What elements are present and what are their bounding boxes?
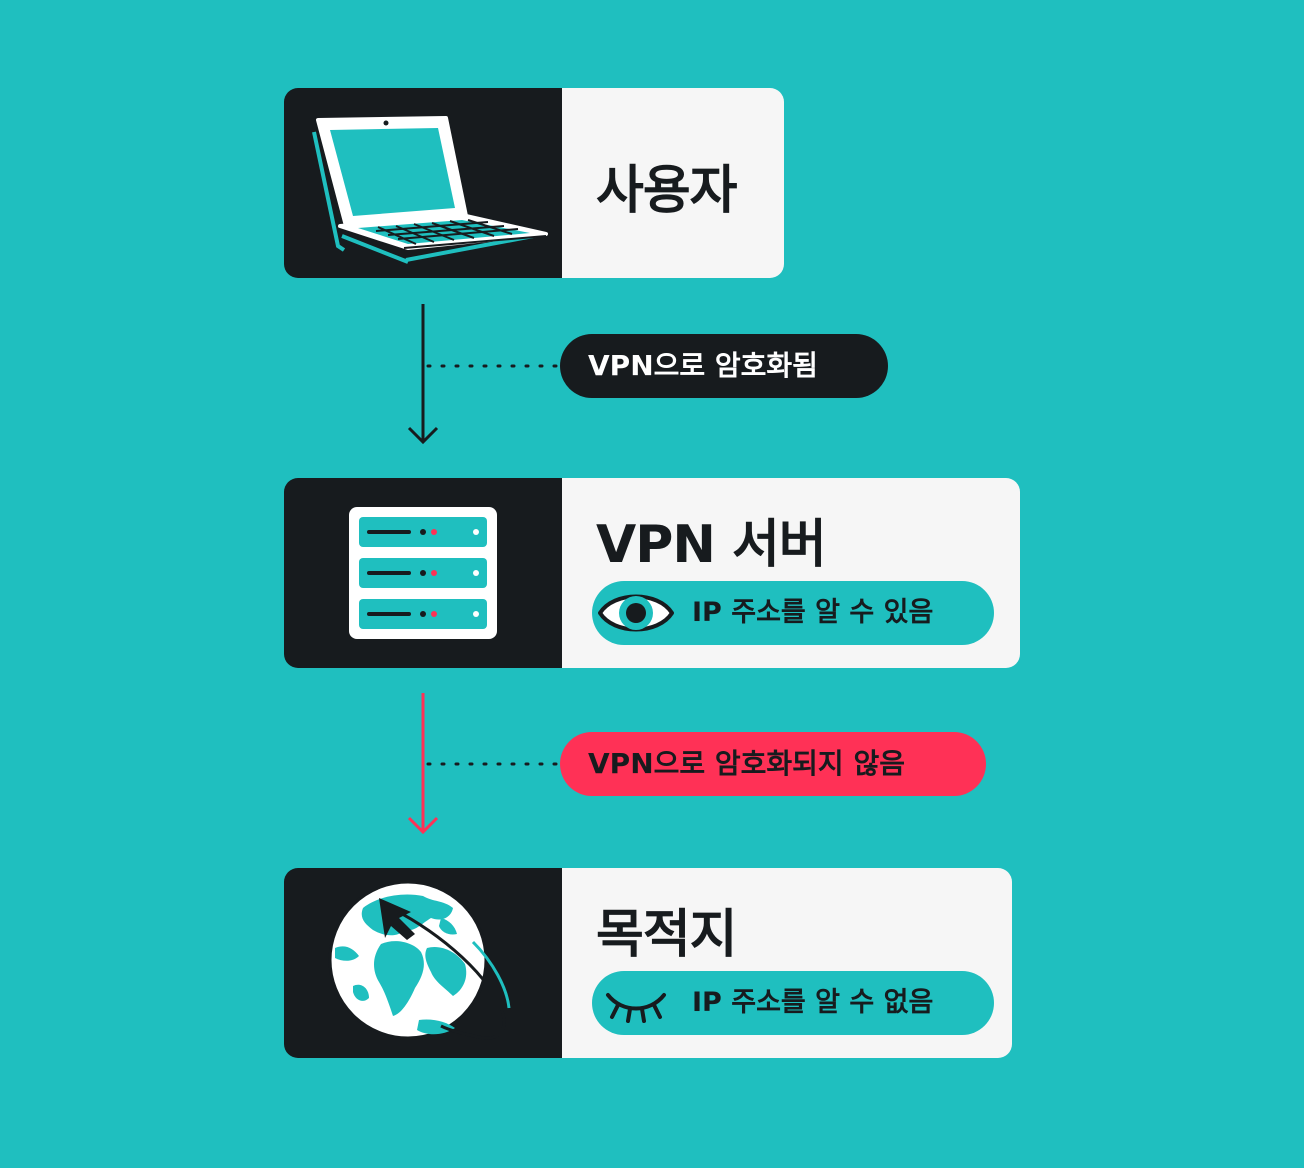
destination-title: 목적지 [596, 905, 738, 965]
destination-info: 목적지 IP 주소를 알 수 없음 [562, 868, 1012, 1058]
vpn-server-title: VPN 서버 [596, 515, 827, 575]
vpn-server-card: VPN 서버 IP 주소를 알 수 있음 [284, 478, 1020, 668]
vpn-server-icon-panel [284, 478, 562, 668]
user-icon-panel [284, 88, 562, 278]
unencrypted-arrow-head [407, 816, 439, 835]
ip-visible-text: IP 주소를 알 수 있음 [692, 597, 934, 628]
ip-hidden-pill: IP 주소를 알 수 없음 [592, 971, 994, 1035]
user-card: 사용자 [284, 88, 784, 278]
ip-hidden-text: IP 주소를 알 수 없음 [692, 987, 934, 1018]
eye-open-icon [598, 594, 674, 632]
destination-card: 목적지 IP 주소를 알 수 없음 [284, 868, 1012, 1058]
encrypted-arrow-head [407, 426, 439, 445]
server-icon [349, 507, 497, 639]
user-info: 사용자 [562, 88, 784, 278]
vpn-server-info: VPN 서버 IP 주소를 알 수 있음 [562, 478, 1020, 668]
destination-icon-panel [284, 868, 562, 1058]
globe-icon [328, 880, 511, 1040]
user-title: 사용자 [596, 161, 738, 221]
eye-closed-icon [606, 993, 666, 1023]
laptop-icon [312, 116, 548, 264]
unencrypted-badge: VPN으로 암호화되지 않음 [560, 732, 986, 796]
encrypted-badge: VPN으로 암호화됨 [560, 334, 888, 398]
ip-visible-pill: IP 주소를 알 수 있음 [592, 581, 994, 645]
